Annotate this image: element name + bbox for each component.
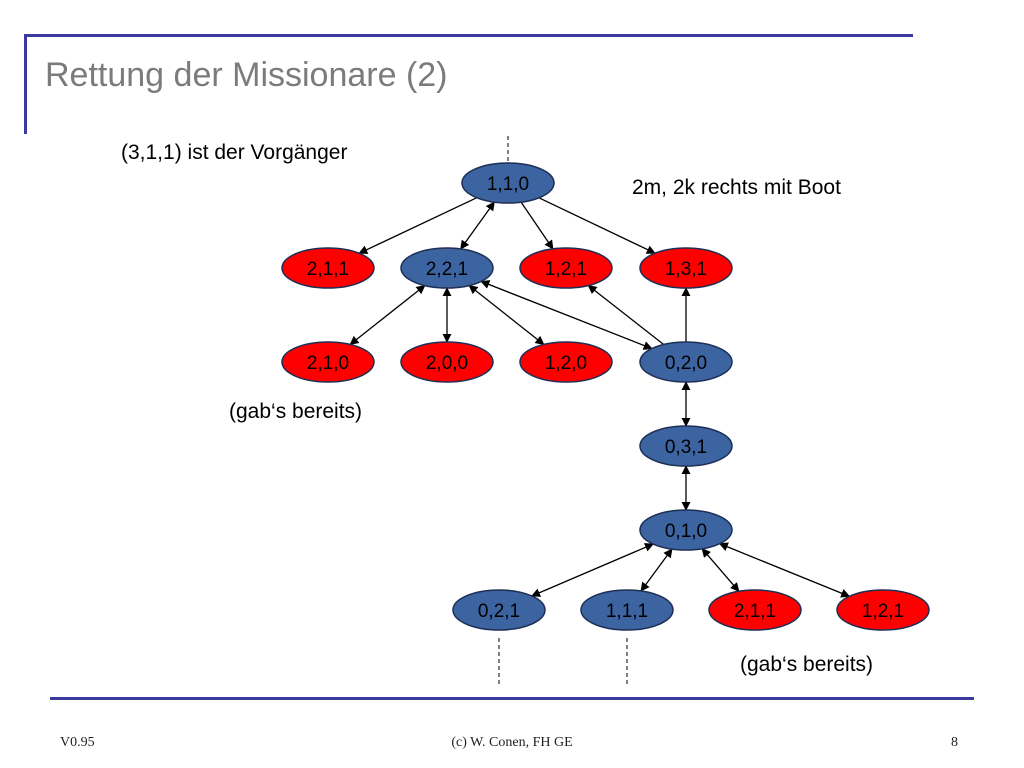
state-node-label: 1,3,1 — [665, 259, 707, 280]
edge-r1b-r2c — [468, 284, 545, 346]
state-node-r2a: 2,1,0 — [281, 341, 375, 383]
annotation-existed-1: (gab‘s bereits) — [229, 400, 362, 423]
state-node-label: 2,0,0 — [426, 353, 468, 374]
edge-r1b-r2d — [480, 280, 653, 350]
state-node-shape — [639, 341, 733, 383]
title-accent-horizontal — [24, 34, 913, 37]
state-node-r2d: 0,2,0 — [639, 341, 733, 383]
annotation-existed-2: (gab‘s bereits) — [740, 653, 873, 676]
state-node-shape — [400, 341, 494, 383]
state-node-shape — [580, 589, 674, 631]
state-node-label: 2,1,1 — [734, 601, 776, 622]
state-node-shape — [836, 589, 930, 631]
state-node-r2b: 2,0,0 — [400, 341, 494, 383]
state-node-label: 2,1,1 — [307, 259, 349, 280]
state-node-r5c: 2,1,1 — [708, 589, 802, 631]
state-node-r5d: 1,2,1 — [836, 589, 930, 631]
state-node-r1d: 1,3,1 — [639, 247, 733, 289]
state-node-label: 0,3,1 — [665, 437, 707, 458]
slide-title: Rettung der Missionare (2) — [45, 56, 448, 94]
edge-r4-r5b — [640, 548, 673, 592]
state-node-shape — [400, 247, 494, 289]
state-node-shape — [519, 341, 613, 383]
state-node-shape — [461, 162, 555, 204]
state-node-shape — [281, 247, 375, 289]
state-node-label: 1,1,0 — [487, 174, 529, 195]
edge-r4-r5c — [701, 548, 740, 592]
state-node-shape — [639, 247, 733, 289]
edge-r2d-r1c — [587, 284, 665, 346]
state-node-label: 1,1,1 — [606, 601, 648, 622]
state-node-label: 0,2,0 — [665, 353, 707, 374]
state-node-shape — [519, 247, 613, 289]
edge-r4-r5a — [530, 543, 655, 597]
state-node-shape — [281, 341, 375, 383]
title-accent-vertical — [24, 34, 27, 134]
state-node-r1c: 1,2,1 — [519, 247, 613, 289]
state-node-shape — [639, 425, 733, 467]
state-node-r4: 0,1,0 — [639, 509, 733, 551]
edge-root-r1c — [520, 201, 554, 250]
state-node-shape — [708, 589, 802, 631]
footer-credit: (c) W. Conen, FH GE — [451, 735, 573, 750]
nodes-layer: 1,1,0 2,1,1 2,2,1 1,2,1 1,3,1 2,1,0 2,0,0 1,2,0… — [281, 162, 930, 631]
state-node-r1a: 2,1,1 — [281, 247, 375, 289]
state-node-label: 0,2,1 — [478, 601, 520, 622]
state-node-r5b: 1,1,1 — [580, 589, 674, 631]
state-node-label: 0,1,0 — [665, 521, 707, 542]
state-node-label: 1,2,1 — [862, 601, 904, 622]
annotation-move: 2m, 2k rechts mit Boot — [632, 176, 841, 199]
annotation-predecessor: (3,1,1) ist der Vorgänger — [121, 141, 347, 164]
state-node-label: 2,1,0 — [307, 353, 349, 374]
state-node-label: 2,2,1 — [426, 259, 468, 280]
state-node-r1b: 2,2,1 — [400, 247, 494, 289]
state-node-r3: 0,3,1 — [639, 425, 733, 467]
edge-root-r1d — [538, 197, 656, 254]
state-node-shape — [452, 589, 546, 631]
state-node-root: 1,1,0 — [461, 162, 555, 204]
state-node-label: 1,2,0 — [545, 353, 587, 374]
edge-root-r1a — [358, 197, 478, 254]
footer-page-number: 8 — [951, 735, 958, 750]
state-node-r5a: 0,2,1 — [452, 589, 546, 631]
state-node-label: 1,2,1 — [545, 259, 587, 280]
state-node-shape — [639, 509, 733, 551]
edge-r1b-r2a — [349, 284, 426, 346]
edges-layer — [349, 197, 851, 598]
footer-version: V0.95 — [60, 735, 95, 750]
edge-r4-r5d — [718, 542, 851, 598]
edge-root-r1b — [460, 201, 495, 250]
state-node-r2c: 1,2,0 — [519, 341, 613, 383]
footer-rule — [50, 697, 974, 700]
